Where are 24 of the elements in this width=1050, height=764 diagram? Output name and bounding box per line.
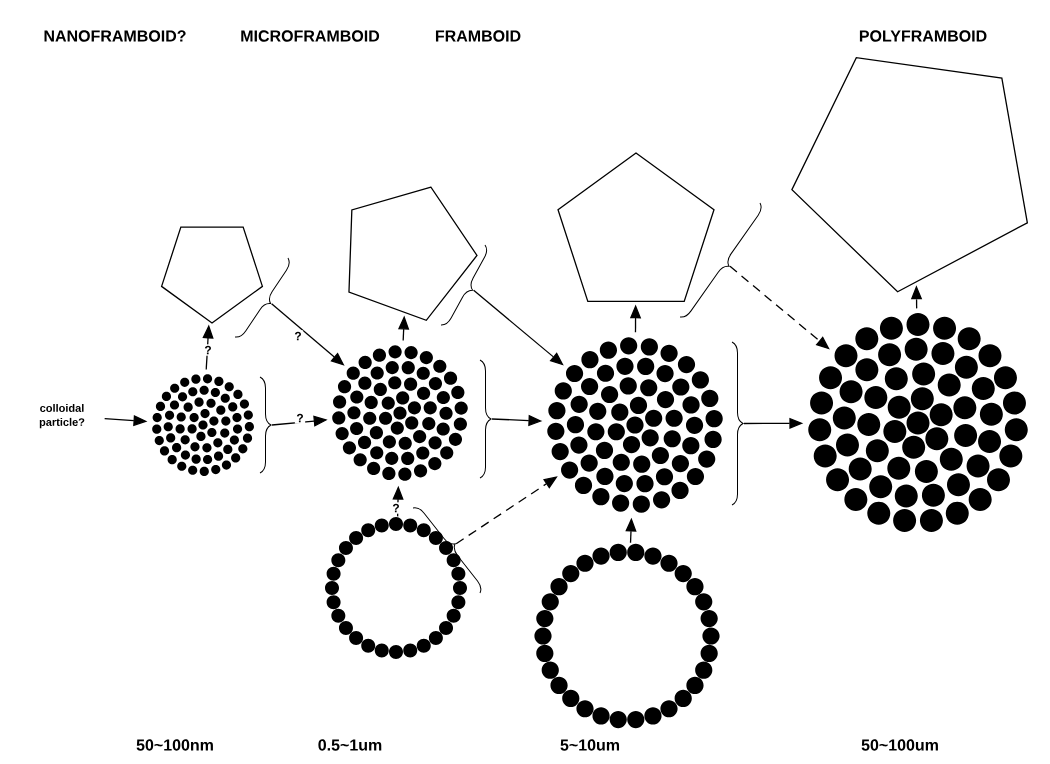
column-heading: MICROFRAMBOID <box>241 30 380 42</box>
pentagon <box>348 186 478 322</box>
size-label: 50~100um <box>861 739 938 751</box>
framboid <box>547 337 723 513</box>
ring-of-spheres <box>325 517 467 659</box>
pentagon <box>791 56 1029 293</box>
arrow <box>729 265 830 350</box>
size-label: 0.5~1um <box>318 739 382 751</box>
edge-label: ? <box>390 502 402 514</box>
ring-of-spheres <box>534 543 720 729</box>
arrow <box>473 289 564 366</box>
size-label: 50~100nm <box>136 739 213 751</box>
column-heading: NANOFRAMBOID? <box>44 30 186 42</box>
column-heading: FRAMBOID <box>435 30 521 42</box>
edge-label: ? <box>294 412 306 424</box>
framboid <box>332 345 468 481</box>
pentagon <box>160 226 264 324</box>
framboid <box>152 374 254 476</box>
column-heading: POLYFRAMBOID <box>859 30 987 42</box>
edge-label: ? <box>202 344 214 356</box>
edge-label: ? <box>292 330 304 342</box>
text-label: colloidal particle? <box>39 403 85 429</box>
framboid <box>808 313 1028 533</box>
pentagon <box>557 152 715 302</box>
